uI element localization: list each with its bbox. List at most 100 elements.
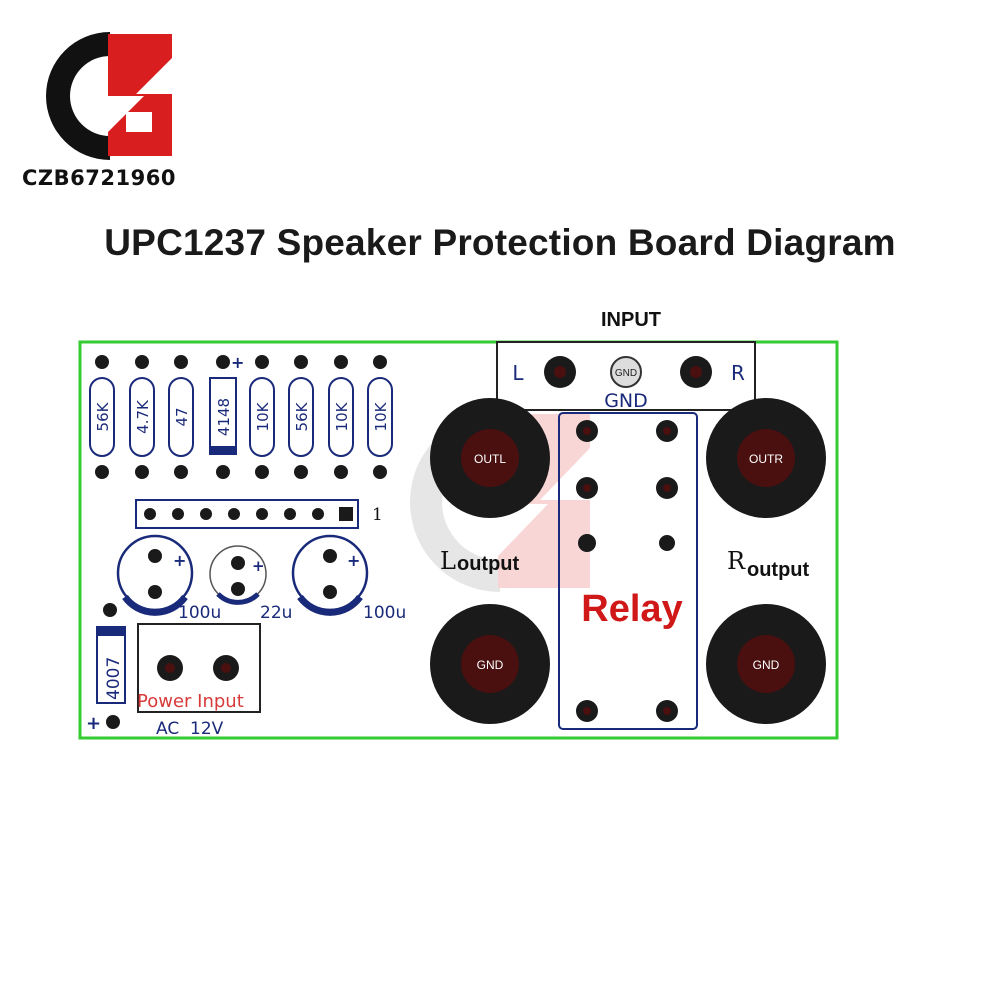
- resistor-pad-top: [216, 355, 230, 369]
- resistor-pad-top: [174, 355, 188, 369]
- header-pin: [228, 508, 240, 520]
- resistor-4: 4148 +: [209, 353, 244, 479]
- outl-pad: [430, 398, 550, 518]
- pin-header: [135, 499, 359, 529]
- input-gnd-label: GND: [604, 390, 648, 412]
- resistor-body: [367, 377, 393, 457]
- r-output-prefix: R: [727, 547, 746, 575]
- resistor-body: [328, 377, 354, 457]
- resistor-value: 10K: [254, 401, 272, 431]
- resistor-pad-bottom: [255, 465, 269, 479]
- resistor-body: [129, 377, 155, 457]
- signal-diode-band: [210, 446, 236, 454]
- gnd-left-label: GND: [477, 658, 504, 672]
- diode-band: [97, 627, 125, 636]
- capacitor-1: +: [116, 534, 194, 616]
- diode-plus-sign: +: [86, 713, 101, 734]
- capacitor-2-value: 22u: [260, 603, 292, 623]
- page-title: UPC1237 Speaker Protection Board Diagram: [104, 222, 896, 263]
- resistor-pad-bottom: [334, 465, 348, 479]
- resistor-5: 10K: [249, 355, 275, 479]
- resistor-pad-top: [95, 355, 109, 369]
- outl-label: OUTL: [474, 452, 506, 466]
- resistor-3: 47: [168, 355, 194, 479]
- resistor-pad-bottom: [95, 465, 109, 479]
- input-gnd-pad-label: GND: [615, 368, 637, 379]
- resistor-value: 47: [173, 407, 191, 426]
- gnd-right-label: GND: [753, 658, 780, 672]
- power-pad-2-center: [221, 663, 231, 673]
- power-input-label: Power Input: [137, 691, 244, 712]
- resistor-pad-bottom: [294, 465, 308, 479]
- signal-diode-plus-sign: +: [231, 353, 244, 372]
- resistor-8: 10K: [367, 355, 393, 479]
- resistor-pad-bottom: [373, 465, 387, 479]
- diode-pad-bottom: [106, 715, 120, 729]
- resistor-value: 10K: [333, 401, 351, 431]
- gnd-right-pad: [706, 604, 826, 724]
- pin-header-marker: 1: [372, 505, 383, 525]
- resistor-value: 56K: [293, 401, 311, 431]
- board-outline: [78, 340, 839, 740]
- input-left-label: L: [512, 361, 524, 385]
- header-pin: [284, 508, 296, 520]
- resistor-pad-top: [255, 355, 269, 369]
- brand-watermark-text: CZB6721960: [22, 166, 176, 190]
- header-pin: [144, 508, 156, 520]
- resistor-body: [249, 377, 275, 457]
- resistor-pad-bottom: [135, 465, 149, 479]
- resistor-pad-top: [294, 355, 308, 369]
- resistor-pad-top: [135, 355, 149, 369]
- header-pin: [200, 508, 212, 520]
- logo-gap: [126, 112, 152, 132]
- logo-z-shape: [108, 34, 172, 156]
- header-pin-1: [339, 507, 353, 521]
- diode-label: 4007: [104, 657, 124, 700]
- resistor-2: 4.7K: [129, 355, 155, 479]
- brand-logo: [46, 32, 172, 160]
- resistor-pad-bottom: [174, 465, 188, 479]
- resistor-row: 56K 4.7K 47 4148 +10K 56K 10K 10K: [89, 353, 393, 479]
- svg-text:+: +: [252, 557, 265, 575]
- input-right-label: R: [731, 361, 745, 385]
- resistor-value: 10K: [372, 401, 390, 431]
- capacitor-2: +: [209, 545, 267, 605]
- gnd-left-pad: [430, 604, 550, 724]
- power-pad-1-center: [165, 663, 175, 673]
- resistor-body: [168, 377, 194, 457]
- outr-label: OUTR: [749, 452, 783, 466]
- signal-diode-label: 4148: [215, 398, 233, 436]
- resistor-7: 10K: [328, 355, 354, 479]
- signal-diode-body: [209, 377, 237, 455]
- header-pin: [256, 508, 268, 520]
- r-output-word: output: [747, 559, 810, 581]
- header-pin: [172, 508, 184, 520]
- pin-header-pins: [144, 507, 353, 521]
- svg-text:+: +: [173, 551, 186, 570]
- power-input-spec: AC 12V: [156, 719, 224, 739]
- l-output-prefix: L: [440, 547, 456, 575]
- resistor-pad-bottom: [216, 465, 230, 479]
- svg-text:+: +: [347, 551, 360, 570]
- capacitor-3-value: 100u: [363, 603, 406, 623]
- resistor-value: 56K: [94, 401, 112, 431]
- relay-label: Relay: [581, 588, 682, 630]
- relay-pins: [576, 420, 678, 722]
- resistor-pad-top: [373, 355, 387, 369]
- diode-pad-top: [103, 603, 117, 617]
- diode-body: [96, 626, 126, 704]
- resistor-pad-top: [334, 355, 348, 369]
- outr-pad: [706, 398, 826, 518]
- input-header: INPUT: [601, 309, 661, 331]
- input-left-pad-center: [554, 366, 566, 378]
- input-right-pad-center: [690, 366, 702, 378]
- resistor-value: 4.7K: [134, 399, 152, 434]
- resistor-6: 56K: [288, 355, 314, 479]
- capacitor-1-value: 100u: [178, 603, 221, 623]
- resistor-body: [288, 377, 314, 457]
- relay-outline: [558, 412, 698, 730]
- capacitor-3: +: [291, 534, 369, 616]
- logo-c-shape: [46, 32, 110, 160]
